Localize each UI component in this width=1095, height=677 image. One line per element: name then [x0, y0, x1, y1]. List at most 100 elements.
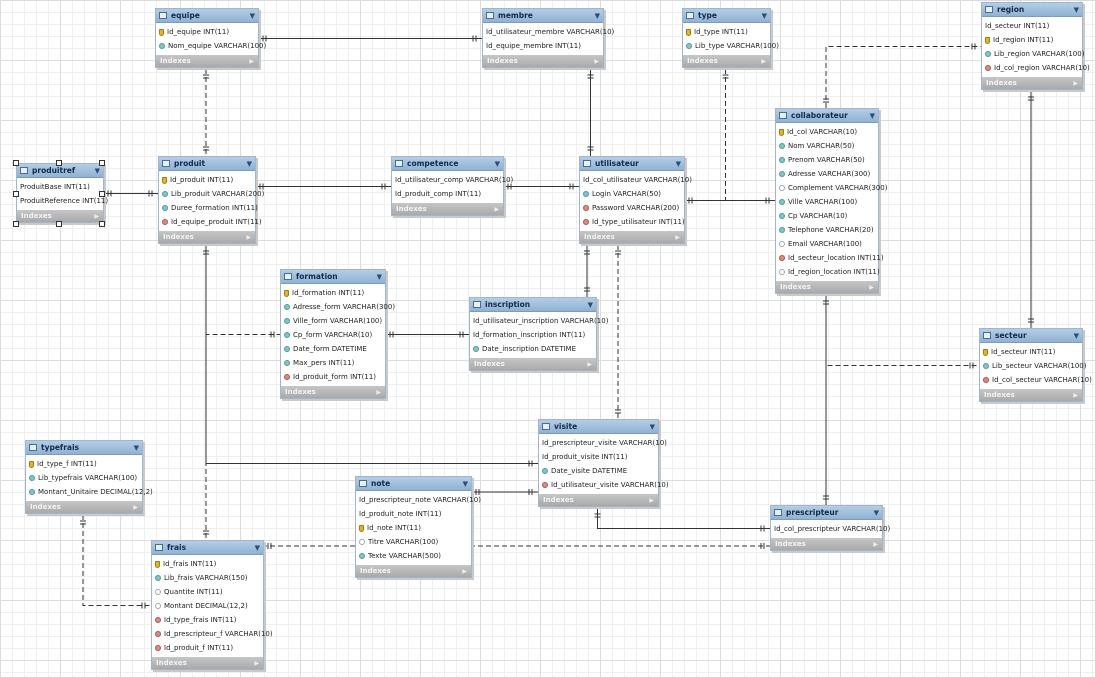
column-row[interactable]: Id_col_utilisateur VARCHAR(10): [580, 173, 692, 187]
table-header[interactable]: type▼: [683, 9, 770, 23]
expand-indexes-icon[interactable]: ▶: [494, 205, 499, 213]
table-prescripteur[interactable]: prescripteur▼Id_col_prescripteur VARCHAR…: [770, 505, 890, 551]
table-inscription[interactable]: inscription▼Id_utilisateur_inscription V…: [469, 297, 608, 371]
column-row[interactable]: Id_col_region VARCHAR(10): [982, 61, 1090, 75]
column-row[interactable]: Id_utilisateur_comp VARCHAR(10): [392, 173, 513, 187]
collapse-arrow-icon[interactable]: ▼: [587, 300, 593, 309]
table-visite[interactable]: visite▼Id_prescripteur_visite VARCHAR(10…: [538, 419, 669, 507]
column-row[interactable]: Nom VARCHAR(50): [776, 139, 878, 153]
column-row[interactable]: Id_equipe INT(11): [156, 25, 258, 39]
column-row[interactable]: Duree_formation INT(11): [159, 201, 258, 215]
table-competence[interactable]: competence▼ Id_utilisateur_comp VARCHAR(1…: [391, 156, 513, 216]
collapse-arrow-icon[interactable]: ▼: [1073, 331, 1079, 340]
table-header[interactable]: produitref▼: [17, 164, 103, 178]
column-row[interactable]: Id_region INT(11): [982, 33, 1082, 47]
selection-handle[interactable]: [99, 221, 105, 227]
relationship-produit-formation[interactable]: [205, 245, 280, 335]
indexes-section[interactable]: Indexes▶: [776, 281, 878, 293]
collapse-arrow-icon[interactable]: ▼: [1073, 5, 1079, 14]
table-produitref[interactable]: produitref▼ProduitBase INT(11)ProduitRef…: [16, 163, 108, 223]
expand-indexes-icon[interactable]: ▶: [249, 57, 254, 65]
column-row[interactable]: Id_equipe_membre INT(11): [483, 39, 603, 53]
column-row[interactable]: Max_pers INT(11): [281, 356, 385, 370]
column-row[interactable]: Id_type_utilisateur INT(11): [580, 215, 685, 229]
column-row[interactable]: Id_secteur INT(11): [980, 345, 1082, 359]
table-note[interactable]: note▼Id_prescripteur_note VARCHAR(10)Id_…: [355, 476, 481, 578]
table-header[interactable]: formation▼: [281, 270, 385, 284]
table-frais[interactable]: frais▼Id_frais INT(11)Lib_frais VARCHAR(…: [151, 540, 273, 670]
table-produit[interactable]: produit▼Id_produit INT(11)Lib_produit VA…: [158, 156, 264, 244]
column-row[interactable]: Id_frais INT(11): [152, 557, 263, 571]
collapse-arrow-icon[interactable]: ▼: [462, 479, 468, 488]
table-header[interactable]: produit▼: [159, 157, 255, 171]
column-row[interactable]: Id_produit INT(11): [159, 173, 255, 187]
column-row[interactable]: Id_formation INT(11): [281, 286, 385, 300]
column-row[interactable]: Titre VARCHAR(100): [356, 535, 471, 549]
table-formation[interactable]: formation▼Id_formation INT(11)Adresse_fo…: [280, 269, 395, 399]
table-header[interactable]: collaborateur▼: [776, 109, 878, 123]
expand-indexes-icon[interactable]: ▶: [133, 503, 138, 511]
column-row[interactable]: Texte VARCHAR(500): [356, 549, 471, 563]
column-row[interactable]: Id_produit_note INT(11): [356, 507, 471, 521]
expand-indexes-icon[interactable]: ▶: [462, 567, 467, 575]
column-row[interactable]: Date_form DATETIME: [281, 342, 385, 356]
indexes-section[interactable]: Indexes▶: [152, 657, 263, 669]
collapse-arrow-icon[interactable]: ▼: [594, 11, 600, 20]
table-header[interactable]: frais▼: [152, 541, 263, 555]
expand-indexes-icon[interactable]: ▶: [1073, 79, 1078, 87]
column-row[interactable]: Montant DECIMAL(12,2): [152, 599, 263, 613]
relationship-collaborateur-secteur[interactable]: [825, 295, 979, 366]
column-row[interactable]: Montant_Unitaire DECIMAL(12,2): [26, 485, 153, 499]
indexes-section[interactable]: Indexes▶: [470, 358, 596, 370]
column-row[interactable]: Login VARCHAR(50): [580, 187, 684, 201]
column-row[interactable]: Id_note INT(11): [356, 521, 471, 535]
column-row[interactable]: Telephone VARCHAR(20): [776, 223, 878, 237]
collapse-arrow-icon[interactable]: ▼: [675, 159, 681, 168]
indexes-section[interactable]: Indexes▶: [982, 77, 1082, 89]
indexes-section[interactable]: Indexes▶: [392, 203, 503, 215]
table-header[interactable]: membre▼: [483, 9, 603, 23]
column-row[interactable]: Prenom VARCHAR(50): [776, 153, 878, 167]
indexes-section[interactable]: Indexes▶: [356, 565, 471, 577]
expand-indexes-icon[interactable]: ▶: [376, 388, 381, 396]
column-row[interactable]: Id_produit_f INT(11): [152, 641, 263, 655]
column-row[interactable]: Cp VARCHAR(10): [776, 209, 878, 223]
column-row[interactable]: Id_type_frais INT(11): [152, 613, 263, 627]
selection-handle[interactable]: [13, 221, 19, 227]
column-row[interactable]: Password VARCHAR(200): [580, 201, 684, 215]
indexes-section[interactable]: Indexes▶: [771, 538, 882, 550]
column-row[interactable]: Cp_form VARCHAR(10): [281, 328, 385, 342]
column-row[interactable]: Id_prescripteur_f VARCHAR(10): [152, 627, 273, 641]
column-row[interactable]: Lib_type VARCHAR(100): [683, 39, 779, 53]
relationship-typefrais-frais[interactable]: [82, 515, 151, 606]
column-row[interactable]: Ville VARCHAR(100): [776, 195, 878, 209]
column-row[interactable]: Email VARCHAR(100): [776, 237, 878, 251]
collapse-arrow-icon[interactable]: ▼: [94, 166, 100, 175]
selection-handle[interactable]: [56, 160, 62, 166]
table-equipe[interactable]: equipe▼Id_equipe INT(11)Nom_equipe VARCH…: [155, 8, 266, 68]
column-row[interactable]: Id_produit_visite INT(11): [539, 450, 658, 464]
relationship-visite-prescripteur[interactable]: [597, 508, 771, 529]
column-row[interactable]: Id_type_f INT(11): [26, 457, 142, 471]
table-membre[interactable]: membre▼ Id_utilisateur_membre VARCHAR(10)…: [482, 8, 614, 68]
indexes-section[interactable]: Indexes▶: [483, 55, 603, 67]
table-header[interactable]: inscription▼: [470, 298, 596, 312]
collapse-arrow-icon[interactable]: ▼: [133, 443, 139, 452]
column-row[interactable]: Id_type INT(11): [683, 25, 770, 39]
column-row[interactable]: Id_col_prescripteur VARCHAR(10): [771, 522, 890, 536]
expand-indexes-icon[interactable]: ▶: [94, 212, 99, 220]
expand-indexes-icon[interactable]: ▶: [1073, 391, 1078, 399]
selection-handle[interactable]: [13, 190, 19, 197]
column-row[interactable]: Id_produit_comp INT(11): [392, 187, 503, 201]
column-row[interactable]: ProduitBase INT(11): [17, 180, 103, 194]
column-row[interactable]: Nom_equipe VARCHAR(100): [156, 39, 266, 53]
table-region[interactable]: region▼Id_secteur INT(11)Id_region INT(1…: [981, 2, 1090, 90]
collapse-arrow-icon[interactable]: ▼: [873, 508, 879, 517]
expand-indexes-icon[interactable]: ▶: [869, 283, 874, 291]
table-header[interactable]: competence▼: [392, 157, 503, 171]
column-row[interactable]: Id_secteur_location INT(11): [776, 251, 884, 265]
selection-handle[interactable]: [99, 160, 105, 166]
expand-indexes-icon[interactable]: ▶: [873, 540, 878, 548]
collapse-arrow-icon[interactable]: ▼: [249, 11, 255, 20]
column-row[interactable]: Id_utilisateur_membre VARCHAR(10): [483, 25, 614, 39]
